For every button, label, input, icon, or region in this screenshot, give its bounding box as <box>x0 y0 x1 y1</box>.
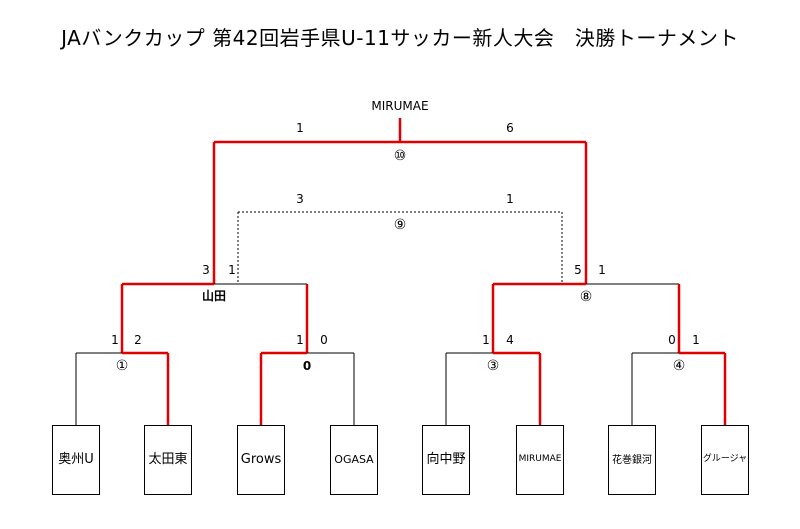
qf3-match-number: ③ <box>487 358 500 374</box>
third-score-left: 3 <box>296 192 304 206</box>
qf2-score-left: 1 <box>296 333 304 347</box>
final-score-left: 1 <box>296 121 304 135</box>
team-box-7: 花巻銀河 <box>608 425 656 495</box>
final-match-number: ⑩ <box>394 148 407 164</box>
semi-right-score-right: 1 <box>598 263 606 277</box>
qf3-score-left: 1 <box>482 333 490 347</box>
qf3-score-right: 4 <box>506 333 514 347</box>
semi-right-score-left: 5 <box>574 263 582 277</box>
team-box-4: OGASA <box>330 425 378 495</box>
team-name: OGASA <box>334 452 374 466</box>
page-title: JAバンクカップ 第42回岩手県U-11サッカー新人大会 決勝トーナメント <box>61 26 739 50</box>
team-name: グルージャ <box>702 454 748 465</box>
qf4-score-left: 0 <box>668 333 676 347</box>
team-box-2: 太田東 <box>144 425 192 495</box>
team-name: 奥州U <box>58 451 94 467</box>
semi-left-score-right: 1 <box>228 263 236 277</box>
team-box-1: 奥州U <box>52 425 100 495</box>
team-name: MIRUMAE <box>518 454 562 465</box>
semi-left-note: 山田 <box>202 288 226 303</box>
team-box-3: Grows <box>237 425 285 495</box>
qf4-match-number: ④ <box>673 358 686 374</box>
team-box-8: グルージャ <box>701 425 749 495</box>
third-match-number: ⑨ <box>394 217 407 233</box>
qf1-score-right: 2 <box>134 333 142 347</box>
team-name: 花巻銀河 <box>612 454 652 466</box>
champion-label: MIRUMAE <box>371 99 428 113</box>
team-box-6: MIRUMAE <box>516 425 564 495</box>
third-score-right: 1 <box>506 192 514 206</box>
semi-right-match-number: ⑧ <box>580 289 593 305</box>
team-name: Grows <box>240 451 282 467</box>
qf2-score-right: 0 <box>320 333 328 347</box>
semi-left-score-left: 3 <box>202 263 210 277</box>
team-name: 向中野 <box>426 451 466 467</box>
qf1-score-left: 1 <box>111 333 119 347</box>
final-score-right: 6 <box>506 121 514 135</box>
team-box-5: 向中野 <box>422 425 470 495</box>
qf4-score-right: 1 <box>692 333 700 347</box>
team-name: 太田東 <box>148 451 188 467</box>
qf2-note: 0 <box>303 359 311 373</box>
qf1-match-number: ① <box>116 358 129 374</box>
